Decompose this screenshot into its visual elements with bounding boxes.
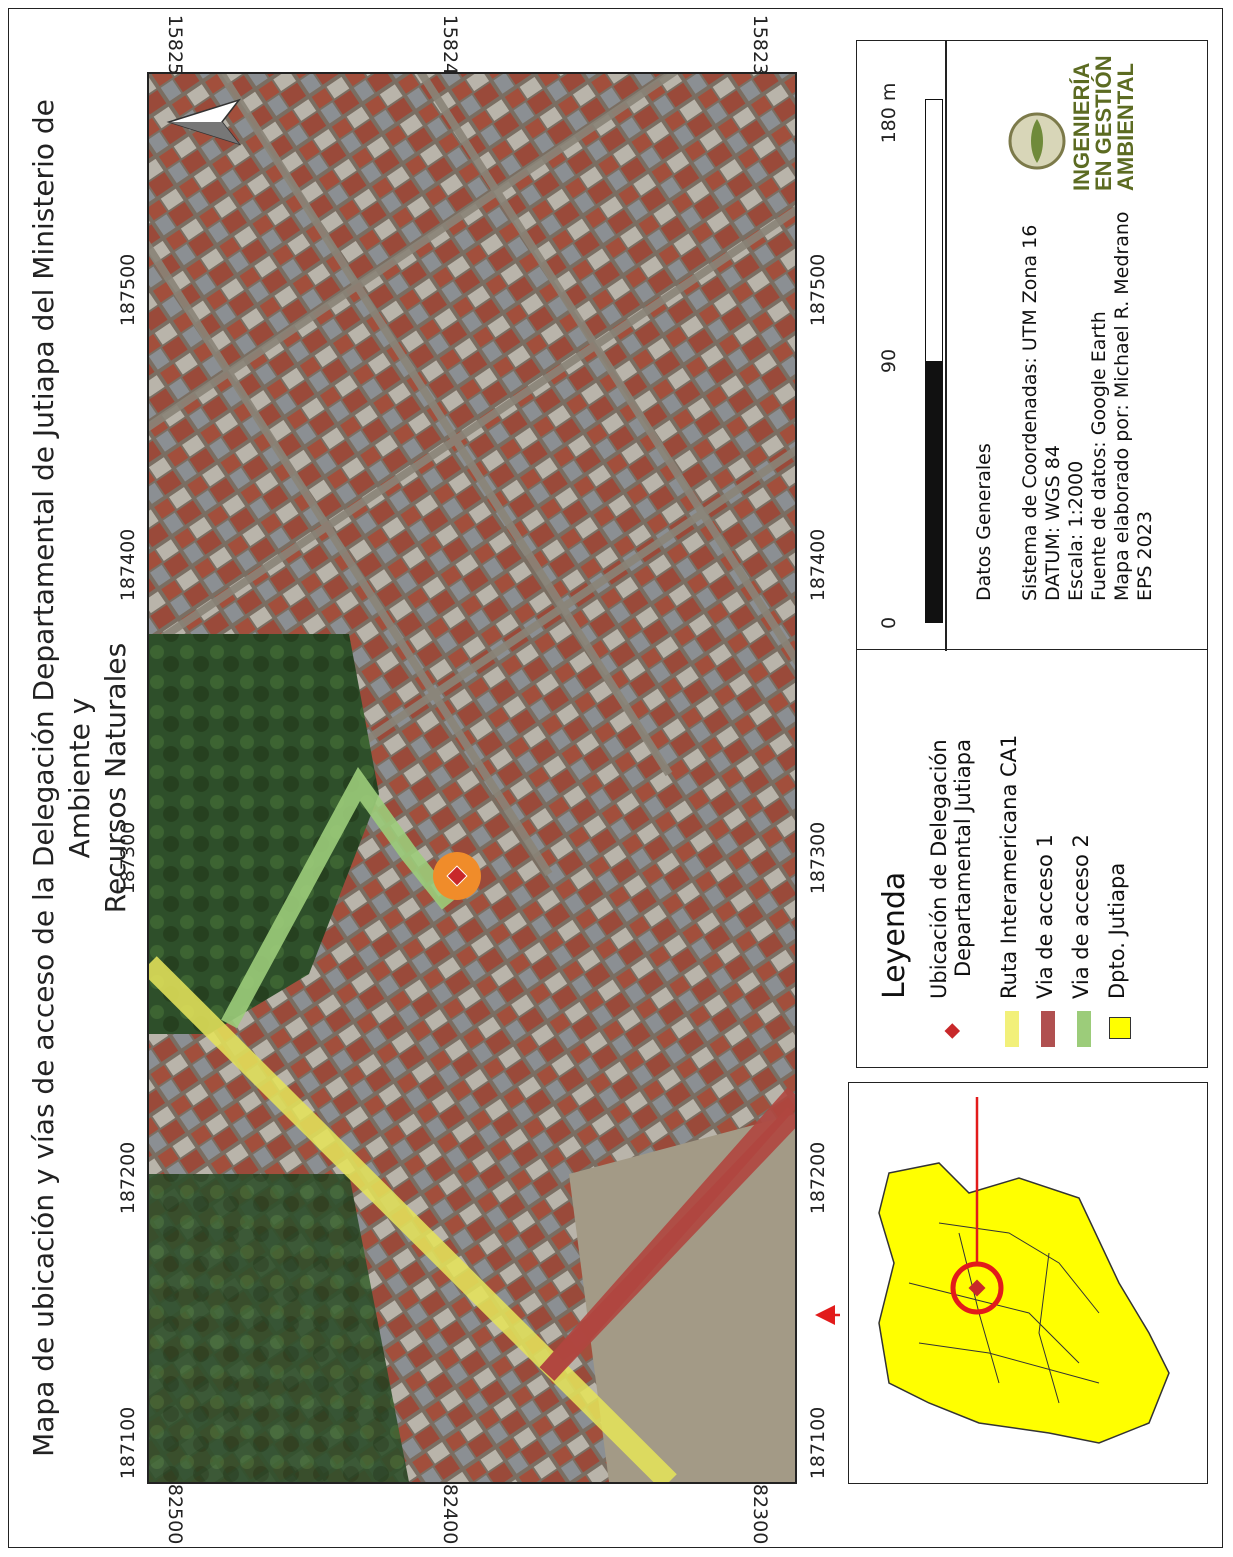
scale-bar: [925, 99, 943, 623]
via-de-acceso-2: [221, 767, 457, 1029]
info-panel: 0 90 180 m Datos Generales Sistema de Co…: [856, 40, 1208, 651]
datos-generales: Datos Generales Sistema de Coordenadas: …: [967, 201, 1197, 641]
open-field: [569, 1114, 795, 1482]
legend-title: Leyenda: [877, 871, 912, 999]
datos-heading: Datos Generales: [973, 443, 995, 601]
map-title-line1: Mapa de ubicación y vías de acceso de la…: [27, 99, 96, 1457]
logo-seal-icon: [1008, 112, 1066, 170]
delegacion-location-marker[interactable]: [446, 865, 468, 887]
legend-panel: Leyenda Ubicación de Delegación Departam…: [856, 648, 1208, 1068]
forest-area: [149, 634, 379, 1034]
satellite-map[interactable]: [147, 72, 797, 1484]
info-line: Sistema de Coordenadas: UTM Zona 16: [1019, 224, 1041, 601]
x-tick-label: 187200: [807, 1141, 829, 1215]
x-tick-label: 187500: [117, 253, 139, 327]
x-tick-label: 187100: [117, 1406, 139, 1480]
legend-swatch-via2: [1077, 1011, 1091, 1047]
legend-item-ca1: Ruta Interamericana CA1: [997, 734, 1021, 999]
pointer-arrow-icon: [815, 1305, 840, 1325]
ruta-interamericana-ca1: [149, 956, 677, 1482]
legend-diamond-swatch: [944, 1023, 961, 1039]
map-frame: [8, 8, 1223, 1548]
legend-item-delegacion: Ubicación de Delegación Departamental Ju…: [927, 739, 975, 999]
x-tick-label: 187300: [807, 821, 829, 895]
x-tick-label: 187400: [807, 528, 829, 602]
x-tick-label: 187100: [807, 1406, 829, 1480]
legend-item-dpto: Dpto. Jutiapa: [1105, 862, 1129, 999]
info-line: Fuente de datos: Google Earth: [1088, 311, 1110, 601]
legend-swatch-ca1: [1005, 1011, 1019, 1047]
north-arrow-icon: [166, 98, 242, 146]
info-line: Escala: 1:2000: [1065, 460, 1087, 601]
inset-map-panel: [848, 1082, 1208, 1484]
x-tick-label: 187200: [117, 1141, 139, 1215]
legend-item-via2: Via de acceso 2: [1069, 834, 1093, 999]
x-tick-label: 187400: [117, 528, 139, 602]
scale-label-0: 0: [878, 616, 900, 630]
dpto-jutiapa-map: [878, 1162, 1170, 1444]
scale-label-180: 180 m: [878, 82, 900, 144]
logo-text: INGENIERÍA EN GESTIÓN AMBIENTAL: [1069, 55, 1138, 191]
via-de-acceso-1-south: [539, 1087, 795, 1381]
x-tick-label: 187500: [807, 253, 829, 327]
divider: [945, 41, 947, 651]
legend-item-via1: Via de acceso 1: [1033, 834, 1057, 999]
legend-swatch-dpto: [1109, 1017, 1131, 1039]
x-tick-label: 187300: [117, 821, 139, 895]
scale-label-90: 90: [878, 348, 900, 374]
info-line: Mapa elaborado por: Michael R. Medrano: [1111, 211, 1133, 601]
legend-swatch-via1: [1041, 1011, 1055, 1047]
info-line: DATUM: WGS 84: [1042, 445, 1064, 601]
info-line: EPS 2023: [1134, 511, 1156, 601]
forest-area: [149, 1174, 409, 1482]
